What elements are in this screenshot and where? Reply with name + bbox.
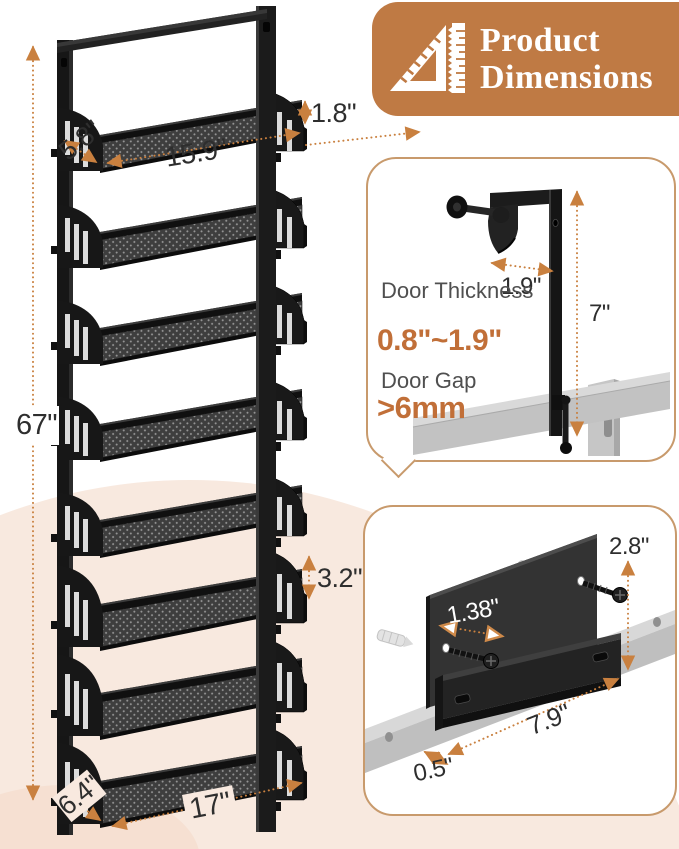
title-line-1: Product xyxy=(480,22,600,59)
dim-tray-height-top: 1.8" xyxy=(311,98,357,128)
door-top-rail xyxy=(412,372,670,455)
door-hook-illustration xyxy=(412,189,670,456)
title-line-2: Dimensions xyxy=(480,59,654,96)
door-thickness-label: Door Thickness xyxy=(381,278,534,303)
page-title: Product Dimensions xyxy=(480,22,653,96)
arrow-shelf-width xyxy=(106,127,301,169)
arrow-hook-depth xyxy=(490,257,554,277)
wall-bracket-detail-panel: 2.8" 1.38" 7.9" 0.5" xyxy=(363,505,677,816)
screw-left xyxy=(448,647,499,669)
door-gap-label: Door Gap xyxy=(381,368,477,393)
wall-bracket-illustration xyxy=(365,534,675,773)
header-banner: Product Dimensions xyxy=(372,2,679,116)
shelf-lower xyxy=(51,548,307,651)
door-thickness-value: 0.8"~1.9" xyxy=(377,324,502,357)
set-square-ruler-icon xyxy=(390,23,465,93)
arrow-shelf-width-bottom xyxy=(111,778,303,831)
dim-hook-depth: 1.9" xyxy=(501,273,541,300)
door-hook-detail-panel: 1.9" 7" Door Thickness 0.8"~1.9" Door Ga… xyxy=(366,157,676,479)
dim-hook-height: 7" xyxy=(589,300,610,327)
dim-total-height: 67" xyxy=(14,406,60,445)
leader-to-hook-panel xyxy=(305,126,421,146)
wall-anchor-left xyxy=(376,629,414,648)
dim-bracket-height: 2.8" xyxy=(609,533,649,560)
door-gap-value: >6mm xyxy=(377,390,466,425)
arrow-hole-spacing xyxy=(438,619,505,643)
right-rail xyxy=(256,6,276,832)
over-door-hook xyxy=(446,189,572,454)
arrow-bracket-depth xyxy=(423,751,449,765)
arrow-shelf-depth-top xyxy=(63,139,98,164)
top-bar xyxy=(57,9,267,53)
dim-tray-height-bottom: 3.2" xyxy=(317,563,363,593)
